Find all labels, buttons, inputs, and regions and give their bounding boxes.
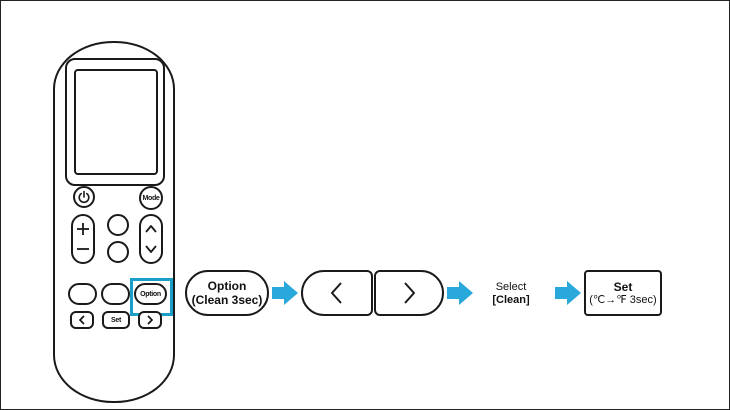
- step-right-button: [374, 270, 444, 316]
- step-option-subtitle: (Clean 3sec): [191, 293, 263, 307]
- step-option-clean: Option (Clean 3sec): [185, 270, 269, 316]
- chevron-left-icon: [79, 315, 85, 325]
- step-select-clean: Select [Clean]: [479, 278, 543, 310]
- arrow-right-icon: [555, 281, 581, 305]
- step-option-title: Option: [207, 279, 247, 293]
- pill-button-1[interactable]: [68, 283, 97, 305]
- power-button[interactable]: [73, 186, 95, 208]
- step-select-subtitle: [Clean]: [492, 294, 530, 306]
- arrow-right-icon: [272, 281, 298, 305]
- step-select-title: Select: [495, 281, 527, 293]
- pill-button-2[interactable]: [101, 283, 130, 305]
- arrow-right-icon: [447, 281, 473, 305]
- option-button[interactable]: Option: [134, 283, 167, 305]
- chevron-up-down-icon: [145, 225, 157, 253]
- power-icon: [78, 190, 90, 204]
- option-label: Option: [140, 290, 161, 298]
- chevron-left-icon: [331, 282, 342, 304]
- remote-right-button[interactable]: [138, 311, 162, 329]
- round-button-top[interactable]: [107, 214, 129, 236]
- set-label: Set: [111, 316, 121, 324]
- remote-set-button[interactable]: Set: [102, 311, 130, 329]
- step-set-title: Set: [613, 279, 633, 294]
- step-set-subtitle: (℃→℉ 3sec): [589, 293, 657, 306]
- mode-label: Mode: [142, 194, 160, 202]
- step-left-button: [301, 270, 373, 316]
- remote-left-button[interactable]: [70, 311, 94, 329]
- mode-button[interactable]: Mode: [139, 186, 163, 210]
- fan-rocker[interactable]: [139, 214, 163, 264]
- plus-minus-icon: [77, 223, 89, 250]
- chevron-right-icon: [404, 282, 415, 304]
- remote-display-frame: [65, 58, 165, 186]
- chevron-right-icon: [147, 315, 153, 325]
- round-button-bottom[interactable]: [107, 241, 129, 263]
- temperature-rocker[interactable]: [71, 214, 95, 264]
- remote-display: [74, 69, 158, 175]
- step-set: Set (℃→℉ 3sec): [584, 270, 662, 316]
